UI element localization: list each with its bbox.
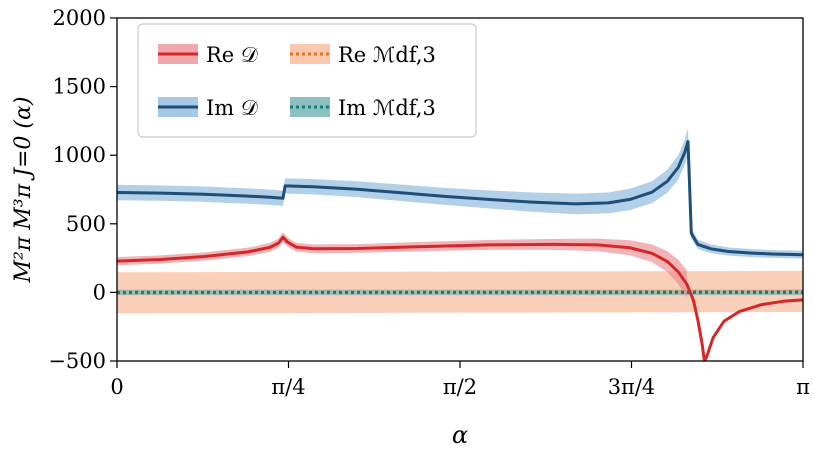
y-tick-label: 0 <box>93 280 106 304</box>
line-re-d <box>117 235 803 361</box>
legend-box <box>137 23 477 138</box>
band-im-d <box>117 127 803 259</box>
y-tick-label: 2000 <box>53 6 106 30</box>
y-axis-label: M²π M³π J=0 (α) <box>11 97 36 284</box>
x-axis-label: α <box>452 421 468 449</box>
y-tick-label: 1500 <box>53 75 106 99</box>
x-axis: 0 π/4 π/2 3π/4 π <box>110 361 810 399</box>
line-im-d <box>117 140 803 257</box>
y-tick-label: 500 <box>66 212 106 236</box>
legend-label: Im 𝒟 <box>206 96 258 120</box>
legend-label: Im ℳdf,3 <box>338 96 436 120</box>
legend-label: Re 𝒟 <box>206 43 258 67</box>
confidence-bands <box>117 127 803 314</box>
y-tick-label: −500 <box>48 349 106 373</box>
x-tick-label: π <box>796 375 810 399</box>
y-axis: −500 0 500 1000 1500 2000 <box>48 6 117 373</box>
legend: Re 𝒟 Re ℳdf,3 Im 𝒟 Im ℳdf,3 <box>137 23 477 138</box>
series-lines <box>117 140 803 361</box>
legend-label: Re ℳdf,3 <box>338 43 436 67</box>
x-tick-label: 3π/4 <box>608 375 656 399</box>
x-tick-label: π/2 <box>443 375 477 399</box>
y-tick-label: 1000 <box>53 143 106 167</box>
x-tick-label: π/4 <box>271 375 305 399</box>
x-tick-label: 0 <box>110 375 123 399</box>
